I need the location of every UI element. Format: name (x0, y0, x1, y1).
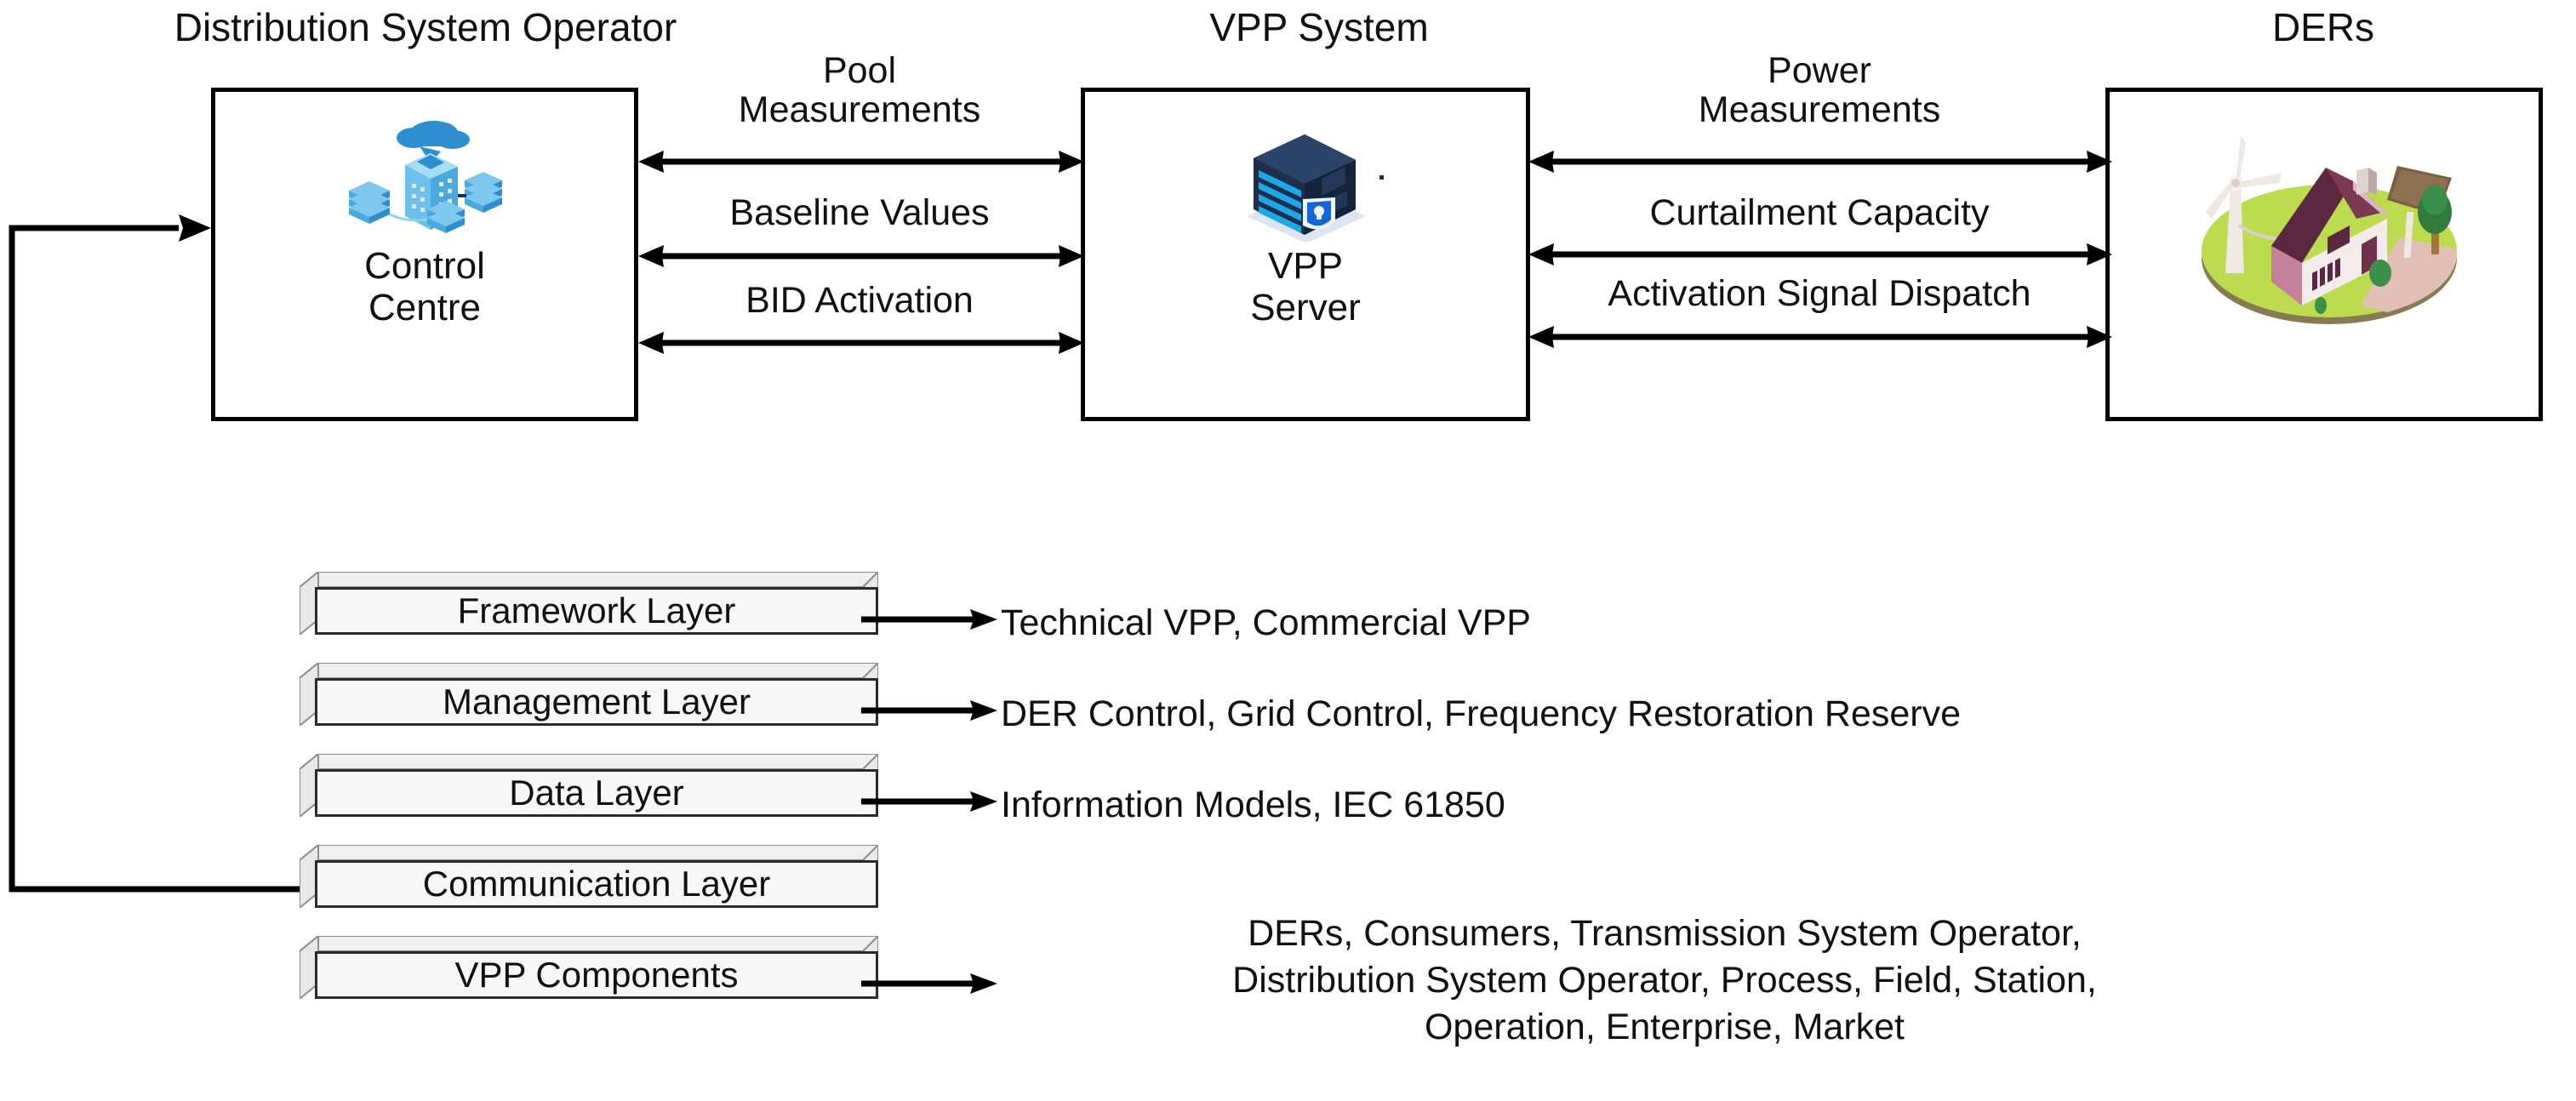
flow-label-pool-measurements: Pool Measurements (738, 50, 981, 131)
layer-desc-data: Information Models, IEC 61850 (1001, 784, 1505, 825)
layer-desc-management: DER Control, Grid Control, Frequency Res… (1001, 693, 1961, 734)
data-centre-icon (339, 114, 517, 242)
actor-box-control-centre[interactable]: Control Centre (211, 88, 638, 421)
layer-arrow-vpp-components (861, 973, 997, 995)
section-title-vpp: VPP System (1209, 5, 1429, 49)
section-title-ders: DERs (2271, 5, 2375, 49)
layer-communication[interactable]: Communication Layer (300, 845, 878, 908)
section-title-dso: Distribution System Operator (174, 5, 677, 49)
layer-label-communication: Communication Layer (315, 860, 878, 908)
layer-label-data: Data Layer (315, 769, 878, 817)
flow-label-power-measurements: Power Measurements (1698, 50, 1941, 131)
actor-box-vpp-server[interactable]: VPP Server (1081, 88, 1530, 421)
layer-arrow-data (861, 790, 997, 813)
flow-arrow-baseline-values (638, 241, 1084, 271)
flow-arrow-power-measurements (1528, 146, 2112, 177)
flow-arrow-pool-measurements (638, 146, 1084, 177)
layer-label-framework: Framework Layer (315, 587, 878, 635)
flow-arrow-curtailment-capacity (1528, 239, 2112, 270)
actor-label-control-centre: Control Centre (364, 245, 485, 329)
layer-arrow-framework (861, 608, 997, 630)
actor-box-der-site[interactable] (2105, 88, 2543, 421)
flow-arrow-activation-signal-dispatch (1528, 322, 2112, 352)
layer-desc-vpp-components: DERs, Consumers, Transmission System Ope… (1232, 913, 2097, 1048)
secure-server-icon (1219, 114, 1402, 243)
layer-vpp-components[interactable]: VPP Components (300, 936, 878, 999)
feedback-loop-path (0, 204, 357, 902)
flow-label-activation-signal-dispatch: Activation Signal Dispatch (1608, 273, 2031, 314)
layer-arrow-management (861, 699, 997, 722)
layer-framework[interactable]: Framework Layer (300, 572, 878, 635)
layer-label-management: Management Layer (315, 678, 878, 726)
layer-management[interactable]: Management Layer (300, 663, 878, 726)
flow-arrow-bid-activation (638, 328, 1084, 358)
layer-desc-framework: Technical VPP, Commercial VPP (1001, 602, 1531, 643)
flow-label-bid-activation: BID Activation (745, 280, 974, 321)
flow-label-baseline-values: Baseline Values (729, 192, 990, 233)
flow-label-curtailment-capacity: Curtailment Capacity (1649, 192, 1990, 233)
renewable-home-icon (2186, 130, 2476, 343)
layer-data[interactable]: Data Layer (300, 754, 878, 817)
actor-label-vpp-server: VPP Server (1250, 245, 1361, 329)
layer-label-vpp-components: VPP Components (315, 951, 878, 999)
